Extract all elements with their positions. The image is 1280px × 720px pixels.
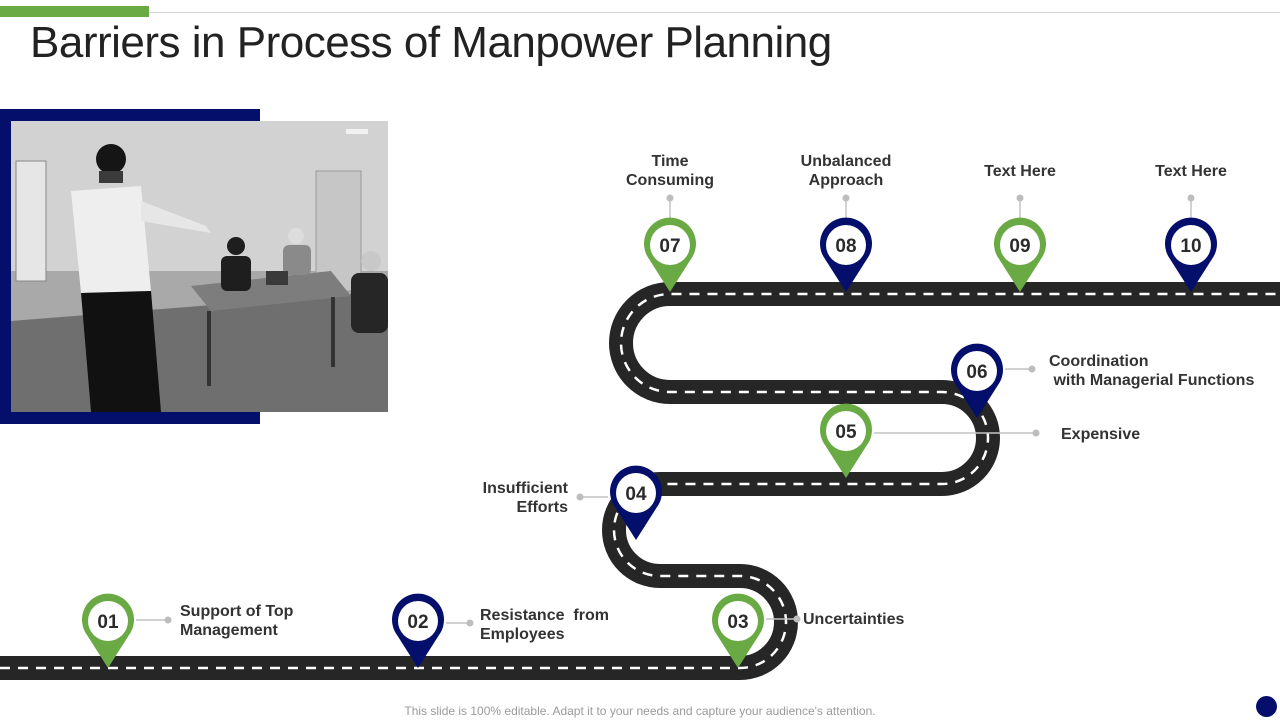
milestone-label-line: Approach [808,172,884,189]
pin-inner-circle [826,225,866,265]
pin-inner-circle [826,411,866,451]
pin-inner-circle [398,601,438,641]
milestone-pin-04: 04 [610,465,662,540]
pin-inner-circle [616,473,656,513]
milestone-label-line: with Managerial Functions [1049,372,1255,389]
milestone-pin-09: 09 [994,217,1046,292]
connector-dot [1187,194,1195,202]
milestone-label-line: Uncertainties [803,611,905,628]
milestone-label-line: Text Here [1155,163,1227,180]
milestone-label-line: Support of Top [180,603,294,620]
connector-dot [466,619,474,627]
milestone-label-03: Uncertainties [803,610,904,629]
milestone-pin-07: 07 [644,217,696,292]
milestone-label-line: Time [651,153,689,170]
milestone-label-line: Text Here [984,163,1056,180]
milestone-pin-03: 03 [712,593,765,668]
milestone-label-line: Consuming [626,172,714,189]
milestone-pin-02: 02 [392,593,444,668]
connector-dot [1032,429,1040,437]
milestone-label-line: Coordination [1049,353,1149,370]
meeting-photo [11,121,388,412]
milestone-number: 03 [727,612,748,633]
milestone-number: 10 [1180,236,1201,257]
connector-dot [842,194,850,202]
milestone-label-09: Text Here [920,162,1120,181]
top-accent-bar [0,6,149,17]
pin-inner-circle [1000,225,1040,265]
milestone-number: 06 [966,362,987,383]
milestone-label-line: Resistance from [480,607,609,624]
milestone-pin-06: 06 [951,343,1004,418]
milestone-number: 07 [659,236,680,257]
top-rule [149,12,1280,13]
connector-dot [793,615,801,623]
milestone-number: 09 [1009,236,1030,257]
milestone-pin-10: 10 [1165,217,1217,292]
corner-dot [1256,696,1277,717]
milestone-label-line: Employees [480,626,565,643]
road-center-line [0,292,1280,670]
meeting-photo-illustration [11,121,388,412]
milestone-number: 02 [407,612,428,633]
milestone-number: 05 [835,422,857,443]
footer-note: This slide is 100% editable. Adapt it to… [404,704,876,718]
pin-inner-circle [957,351,997,391]
connector-dot [1028,365,1036,373]
milestone-number: 01 [97,612,119,633]
milestone-pin-01: 01 [82,593,134,668]
pin-inner-circle [650,225,690,265]
pin-inner-circle [88,601,128,641]
slide-title: Barriers in Process of Manpower Planning [30,18,832,67]
milestone-label-line: Unbalanced [800,153,892,170]
milestone-label-line: Efforts [516,499,568,516]
milestone-label-line: Insufficient [482,480,568,497]
connector-dot [576,493,584,501]
milestone-pin-08: 08 [819,217,872,292]
pin-inner-circle [1171,225,1211,265]
pin-inner-circle [718,601,758,641]
connector-dot [164,616,172,624]
milestone-label-06: Coordination with Managerial Functions [1049,352,1254,390]
milestone-pin-05: 05 [819,403,872,478]
connector-dot [666,194,674,202]
milestone-number: 08 [835,236,856,257]
milestone-number: 04 [625,484,647,505]
milestone-label-10: Text Here [1091,162,1280,181]
milestone-label-05: Expensive [1061,425,1140,444]
milestone-label-line: Expensive [1061,426,1141,443]
milestone-label-line: Management [180,622,278,639]
connector-dot [1016,194,1024,202]
